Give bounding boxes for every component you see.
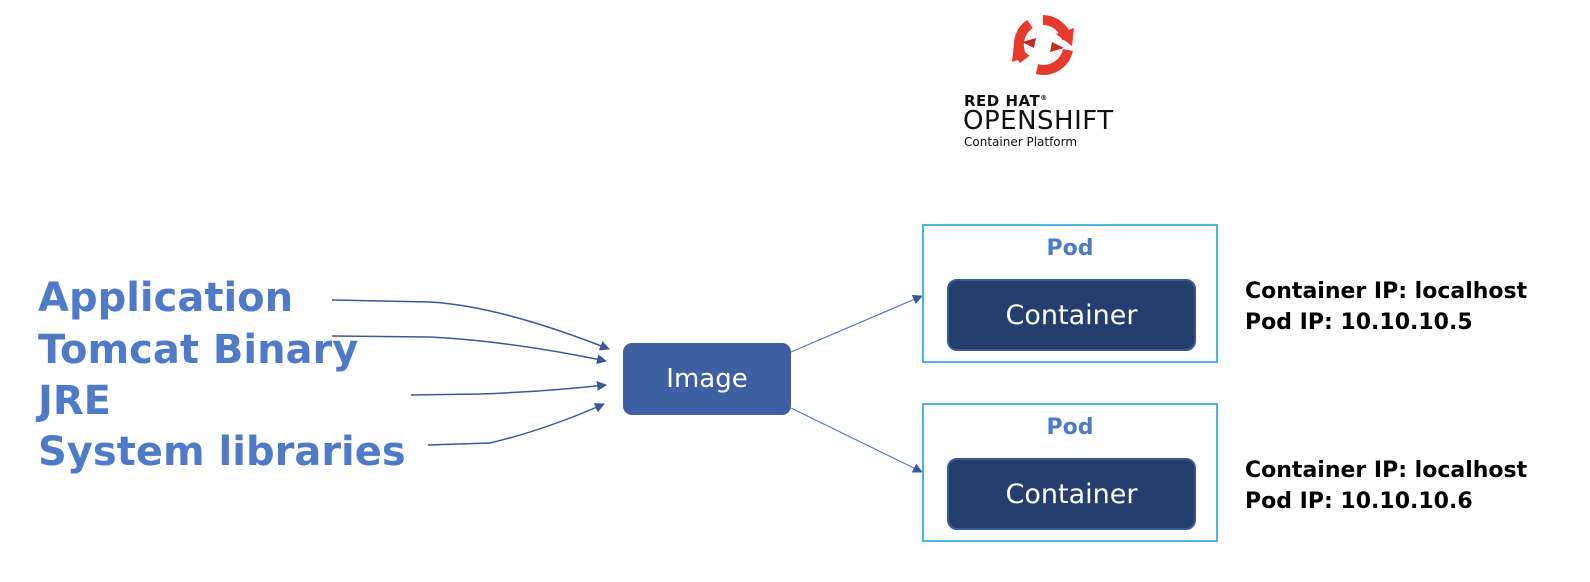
arrow-syslibs-to-image [427,403,605,446]
arrow-image-to-pod-1 [790,294,923,353]
component-label-tomcat-binary: Tomcat Binary [38,327,359,373]
logo-subtitle-text: Container Platform [964,135,1078,149]
component-label-jre: JRE [38,378,112,424]
container-node: Container [947,458,1196,530]
pod-box-2: Pod Container [922,403,1218,542]
pod-title: Pod [1046,415,1094,440]
pod-2-ip-info: Container IP: localhost Pod IP: 10.10.10… [1245,455,1527,517]
container-node: Container [947,279,1196,351]
container-label: Container [1005,478,1138,510]
pod-1-ip-info: Container IP: localhost Pod IP: 10.10.10… [1245,276,1527,338]
arrow-jre-to-image [410,380,607,396]
logo-brand-text: RED HAT® [964,92,1048,110]
container-ip-text: Container IP: localhost [1245,279,1528,304]
image-node: Image [623,343,791,415]
pod-box-1: Pod Container [922,224,1218,363]
pod-title: Pod [1046,236,1094,261]
container-ip-text: Container IP: localhost [1245,458,1528,483]
openshift-logo-icon [1012,15,1074,75]
pod-ip-text: Pod IP: 10.10.10.6 [1245,489,1473,514]
arrow-image-to-pod-2 [790,407,923,473]
arrow-tomcat-to-image [331,335,607,365]
component-label-application: Application [38,275,294,321]
component-label-system-libraries: System libraries [38,429,406,475]
logo-product-text: OPENSHIFT [963,106,1114,136]
openshift-logo: RED HAT® OPENSHIFT Container Platform [960,12,1160,152]
image-label: Image [666,364,748,394]
container-label: Container [1005,299,1138,331]
arrow-application-to-image [331,299,610,351]
pod-ip-text: Pod IP: 10.10.10.5 [1245,310,1473,335]
